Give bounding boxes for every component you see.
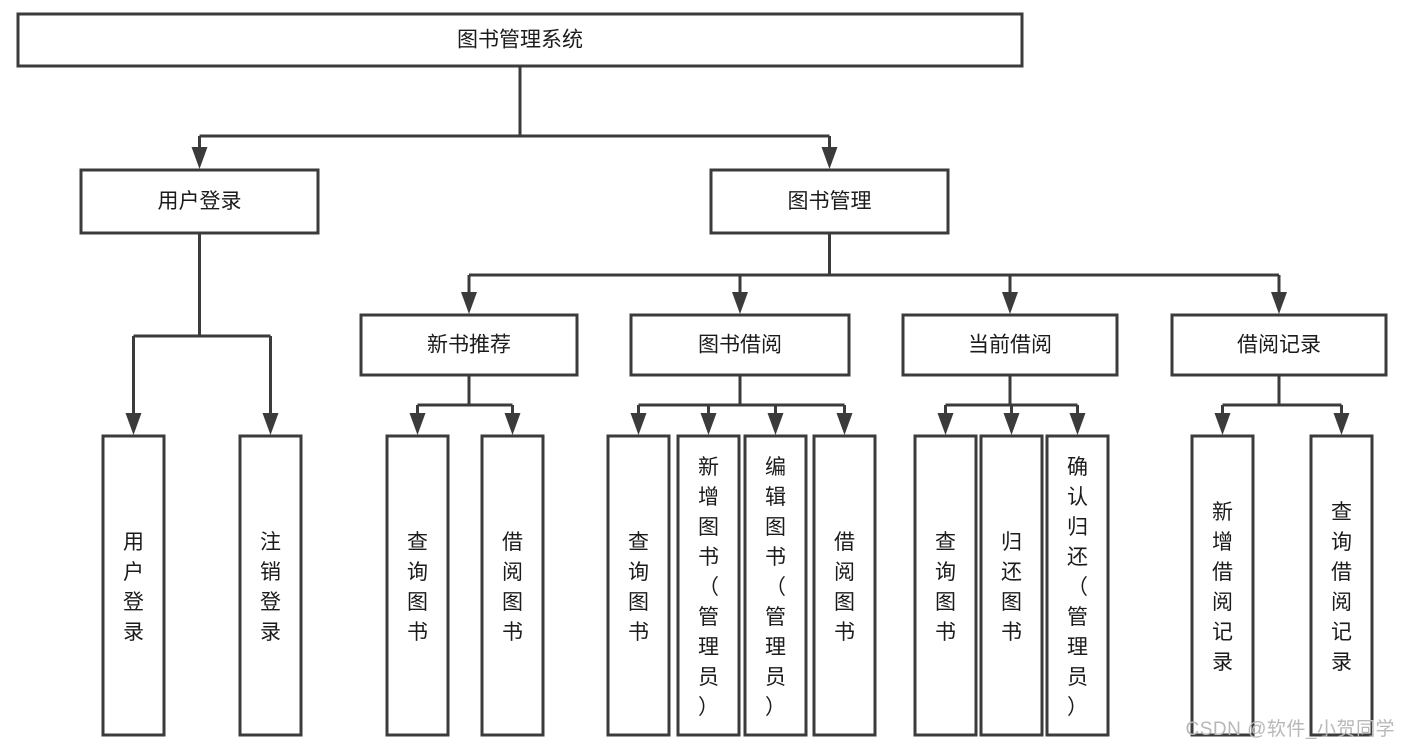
node-label-leaf-query-book-b: 查询图书 (628, 531, 649, 644)
node-leaf-query-record[interactable]: 查询借阅记录 (1309, 434, 1374, 737)
node-box-leaf-edit-book (743, 434, 808, 737)
node-box-leaf-add-book (676, 434, 741, 737)
node-label-leaf-return-book: 归还图书 (1001, 531, 1022, 644)
node-book-manage[interactable]: 图书管理 (709, 168, 950, 235)
connector-group (937, 375, 1086, 435)
node-book-borrow[interactable]: 图书借阅 (629, 313, 851, 377)
node-label-leaf-borrow-book-rec: 借阅图书 (502, 531, 523, 644)
node-box-book-borrow (629, 313, 851, 377)
node-label-leaf-user-login: 用户登录 (123, 531, 144, 644)
node-label-book-manage: 图书管理 (788, 190, 872, 213)
node-box-leaf-query-record (1309, 434, 1374, 737)
node-box-new-book-rec (359, 313, 579, 377)
node-box-current-borrow (901, 313, 1119, 377)
node-box-leaf-borrow-book-rec (480, 434, 545, 737)
node-leaf-borrow-book-b[interactable]: 借阅图书 (812, 434, 877, 737)
node-new-book-rec[interactable]: 新书推荐 (359, 313, 579, 377)
connector-group (461, 233, 1287, 314)
node-leaf-logout[interactable]: 注销登录 (238, 434, 303, 737)
node-box-book-manage (709, 168, 950, 235)
node-leaf-query-book-b[interactable]: 查询图书 (606, 434, 671, 737)
node-label-leaf-edit-book: 编辑图书（管理员） (765, 456, 786, 719)
node-box-leaf-query-book-rec (385, 434, 450, 737)
node-label-leaf-confirm-return: 确认归还（管理员） (1067, 456, 1088, 719)
node-label-leaf-add-book: 新增图书（管理员） (698, 456, 719, 719)
node-leaf-query-book-rec[interactable]: 查询图书 (385, 434, 450, 737)
node-label-leaf-logout: 注销登录 (260, 531, 281, 644)
connector-group (191, 66, 838, 169)
node-leaf-user-login[interactable]: 用户登录 (101, 434, 166, 737)
node-label-current-borrow: 当前借阅 (968, 334, 1052, 357)
node-leaf-return-book[interactable]: 归还图书 (979, 434, 1044, 737)
node-label-root: 图书管理系统 (457, 29, 583, 52)
node-borrow-record[interactable]: 借阅记录 (1170, 313, 1388, 377)
node-box-borrow-record (1170, 313, 1388, 377)
node-box-leaf-user-login (101, 434, 166, 737)
node-user-login[interactable]: 用户登录 (79, 168, 320, 235)
node-leaf-add-book[interactable]: 新增图书（管理员） (676, 434, 741, 737)
node-leaf-query-book-c[interactable]: 查询图书 (913, 434, 978, 737)
node-box-leaf-query-book-c (913, 434, 978, 737)
node-box-leaf-return-book (979, 434, 1044, 737)
node-current-borrow[interactable]: 当前借阅 (901, 313, 1119, 377)
connector-group (125, 233, 279, 435)
connector-layer (125, 66, 1350, 435)
node-label-book-borrow: 图书借阅 (698, 334, 782, 357)
node-leaf-confirm-return[interactable]: 确认归还（管理员） (1045, 434, 1110, 737)
node-label-leaf-query-book-rec: 查询图书 (407, 531, 428, 644)
connector-group (630, 375, 853, 435)
node-label-leaf-query-record: 查询借阅记录 (1331, 501, 1352, 674)
node-label-new-book-rec: 新书推荐 (427, 334, 511, 357)
node-label-leaf-query-book-c: 查询图书 (935, 531, 956, 644)
node-box-leaf-logout (238, 434, 303, 737)
node-leaf-edit-book[interactable]: 编辑图书（管理员） (743, 434, 808, 737)
node-label-user-login: 用户登录 (158, 190, 242, 213)
connector-group (409, 375, 521, 435)
node-box-root (16, 12, 1024, 68)
node-root[interactable]: 图书管理系统 (16, 12, 1024, 68)
node-box-user-login (79, 168, 320, 235)
node-box-leaf-query-book-b (606, 434, 671, 737)
node-box-leaf-borrow-book-b (812, 434, 877, 737)
node-label-borrow-record: 借阅记录 (1237, 334, 1321, 357)
node-leaf-add-record[interactable]: 新增借阅记录 (1190, 434, 1255, 737)
node-label-leaf-add-record: 新增借阅记录 (1212, 501, 1233, 674)
node-label-leaf-borrow-book-b: 借阅图书 (834, 531, 855, 644)
node-box-leaf-add-record (1190, 434, 1255, 737)
connector-group (1214, 375, 1350, 435)
node-box-leaf-confirm-return (1045, 434, 1110, 737)
node-layer: 图书管理系统用户登录图书管理新书推荐图书借阅当前借阅借阅记录用户登录注销登录查询… (16, 12, 1388, 737)
node-leaf-borrow-book-rec[interactable]: 借阅图书 (480, 434, 545, 737)
